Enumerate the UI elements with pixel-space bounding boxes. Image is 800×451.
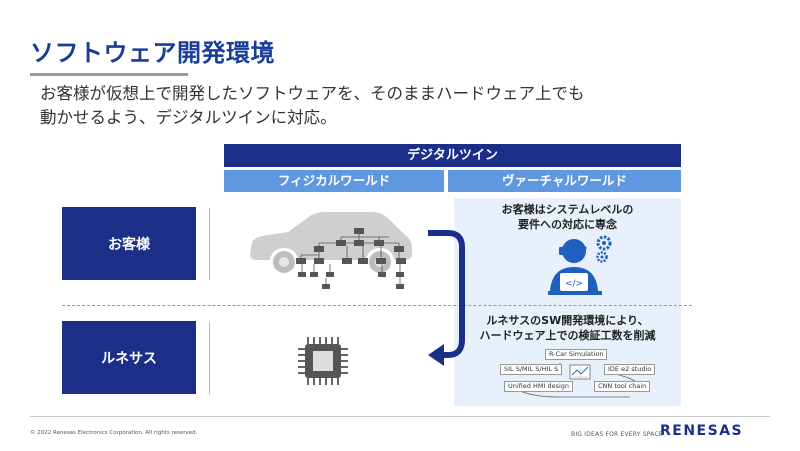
tool-cnn-tool-chain: CNN tool chain bbox=[594, 381, 651, 392]
virtual-world-header: ヴァーチャルワールド bbox=[448, 170, 681, 192]
customer-virtual-text-line-1: お客様はシステムレベルの bbox=[501, 203, 634, 216]
tool-unified-hmi-design: Unified HMI design bbox=[504, 381, 574, 392]
return-arrow-icon bbox=[428, 230, 465, 366]
renesas-virtual-text-line-1: ルネサスのSW開発環境により、 bbox=[486, 314, 649, 327]
row-label-renesas: ルネサス bbox=[62, 321, 196, 394]
tool-rcar-simulation: R-Car Simulation bbox=[545, 349, 608, 360]
digital-twin-header: デジタルツイン bbox=[224, 144, 681, 167]
tree-diagram-icon bbox=[296, 228, 406, 289]
row-divider bbox=[209, 208, 210, 280]
svg-text:</>: </> bbox=[565, 279, 583, 289]
renesas-logo: RENESAS bbox=[660, 423, 744, 439]
customer-virtual-text-line-2: 要件への対応に専念 bbox=[518, 218, 617, 231]
subtitle-line-2: 動かせるよう、デジタルツインに対応。 bbox=[40, 108, 337, 127]
subtitle-line-1: お客様が仮想上で開発したソフトウェアを、そのままハードウェア上でも bbox=[40, 84, 585, 103]
row-divider bbox=[209, 322, 210, 394]
physical-world-header: フィジカルワールド bbox=[224, 170, 444, 192]
renesas-virtual-text-line-2: ハードウェア上での検証工数を削減 bbox=[479, 329, 656, 342]
footer-tagline: BIG IDEAS FOR EVERY SPACE bbox=[571, 431, 663, 438]
chart-thumbnail-icon bbox=[569, 364, 591, 380]
page-title: ソフトウェア開発環境 bbox=[30, 39, 275, 67]
tool-sil-mil-hil: SIL S/MIL S/HIL S bbox=[500, 364, 563, 375]
chip-icon bbox=[298, 337, 348, 385]
row-label-customer: お客様 bbox=[62, 207, 196, 280]
tool-ide-e2-studio: IDE e2 studio bbox=[604, 364, 656, 375]
toolchain-connectors bbox=[509, 363, 639, 398]
footer-divider bbox=[30, 416, 770, 417]
copyright-text: © 2022 Renesas Electronics Corporation. … bbox=[30, 430, 198, 436]
title-underline bbox=[30, 73, 188, 76]
gear-icon bbox=[596, 235, 612, 263]
developer-icon: </> bbox=[548, 235, 612, 295]
row-separator bbox=[62, 305, 692, 306]
